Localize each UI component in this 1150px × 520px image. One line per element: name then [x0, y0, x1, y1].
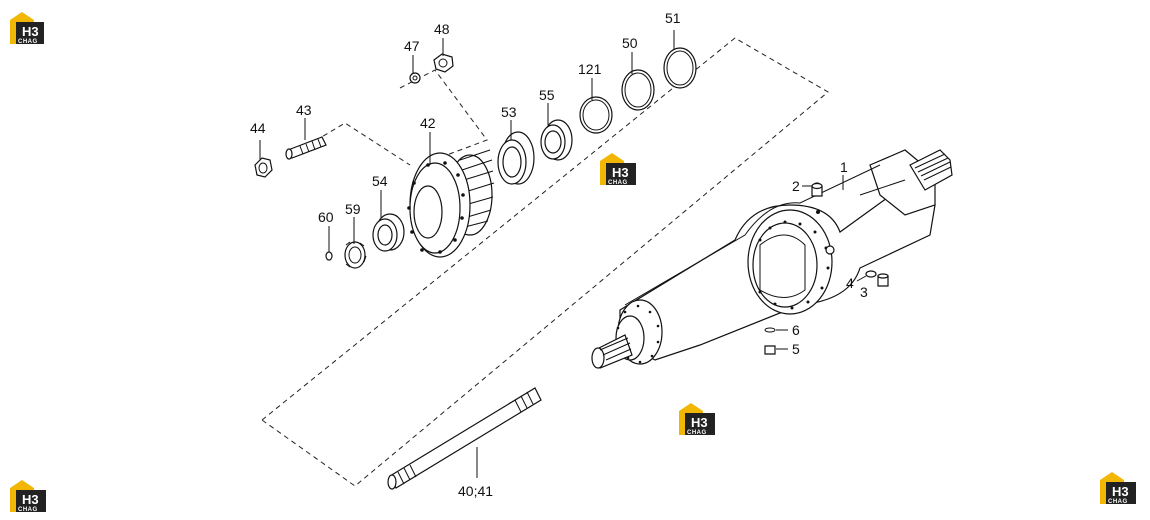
logo-text: H3 — [691, 415, 708, 430]
logo-subtext: CHAG — [1108, 499, 1128, 505]
ring-51 — [663, 47, 697, 89]
logo-subtext: CHAG — [687, 430, 707, 436]
lock-nut-59 — [344, 241, 367, 269]
brand-logo-center-bottom: H3 CHAG — [679, 403, 715, 436]
logo-subtext: CHAG — [18, 507, 38, 513]
logo-subtext: CHAG — [18, 39, 38, 45]
label-59: 59 — [345, 201, 361, 217]
bearing-53 — [497, 131, 535, 185]
wheel-nut-44 — [254, 157, 273, 178]
logo-text: H3 — [22, 492, 39, 507]
axle-shaft — [387, 387, 542, 490]
label-121: 121 — [578, 61, 602, 77]
brand-logo-bottom-left: H3 CHAG — [10, 480, 46, 513]
breather-plug — [811, 182, 823, 197]
label-48: 48 — [434, 21, 450, 37]
ring-50 — [621, 69, 655, 111]
label-54: 54 — [372, 173, 388, 189]
logo-text: H3 — [1112, 484, 1129, 499]
logo-text: H3 — [22, 24, 39, 39]
bearing-54 — [372, 213, 405, 252]
label-2: 2 — [792, 178, 800, 194]
brand-logo-bottom-right: H3 CHAG — [1100, 472, 1136, 505]
bearing-55 — [540, 119, 573, 161]
label-60: 60 — [318, 209, 334, 225]
label-51: 51 — [665, 10, 681, 26]
screw-60 — [325, 251, 333, 261]
washer-47 — [409, 72, 421, 84]
label-47: 47 — [404, 38, 420, 54]
plug-3 — [877, 273, 889, 287]
part-labels: 44 43 47 48 42 53 55 121 50 51 54 59 60 … — [250, 10, 868, 499]
seal-ring-4 — [865, 270, 877, 278]
assembly-outline-hub — [261, 37, 829, 487]
label-42: 42 — [420, 115, 436, 131]
wheel-hub — [407, 149, 495, 258]
label-4: 4 — [846, 275, 854, 291]
leader-lines — [259, 30, 867, 478]
label-3: 3 — [860, 284, 868, 300]
label-40-41: 40;41 — [458, 483, 493, 499]
label-53: 53 — [501, 104, 517, 120]
label-44: 44 — [250, 120, 266, 136]
label-1: 1 — [840, 159, 848, 175]
wheel-stud — [285, 136, 327, 160]
label-6: 6 — [792, 322, 800, 338]
label-55: 55 — [539, 87, 555, 103]
logo-subtext: CHAG — [608, 180, 628, 186]
ring-121 — [579, 96, 613, 134]
label-5: 5 — [792, 341, 800, 357]
brand-logo-top-left: H3 CHAG — [10, 12, 44, 45]
nut-48 — [433, 53, 454, 73]
label-50: 50 — [622, 35, 638, 51]
brand-logo-center-top: H3 CHAG — [600, 153, 636, 186]
logo-text: H3 — [612, 165, 629, 180]
label-43: 43 — [296, 102, 312, 118]
assembly-outline-nut — [399, 69, 488, 166]
axle-housing — [591, 149, 953, 369]
